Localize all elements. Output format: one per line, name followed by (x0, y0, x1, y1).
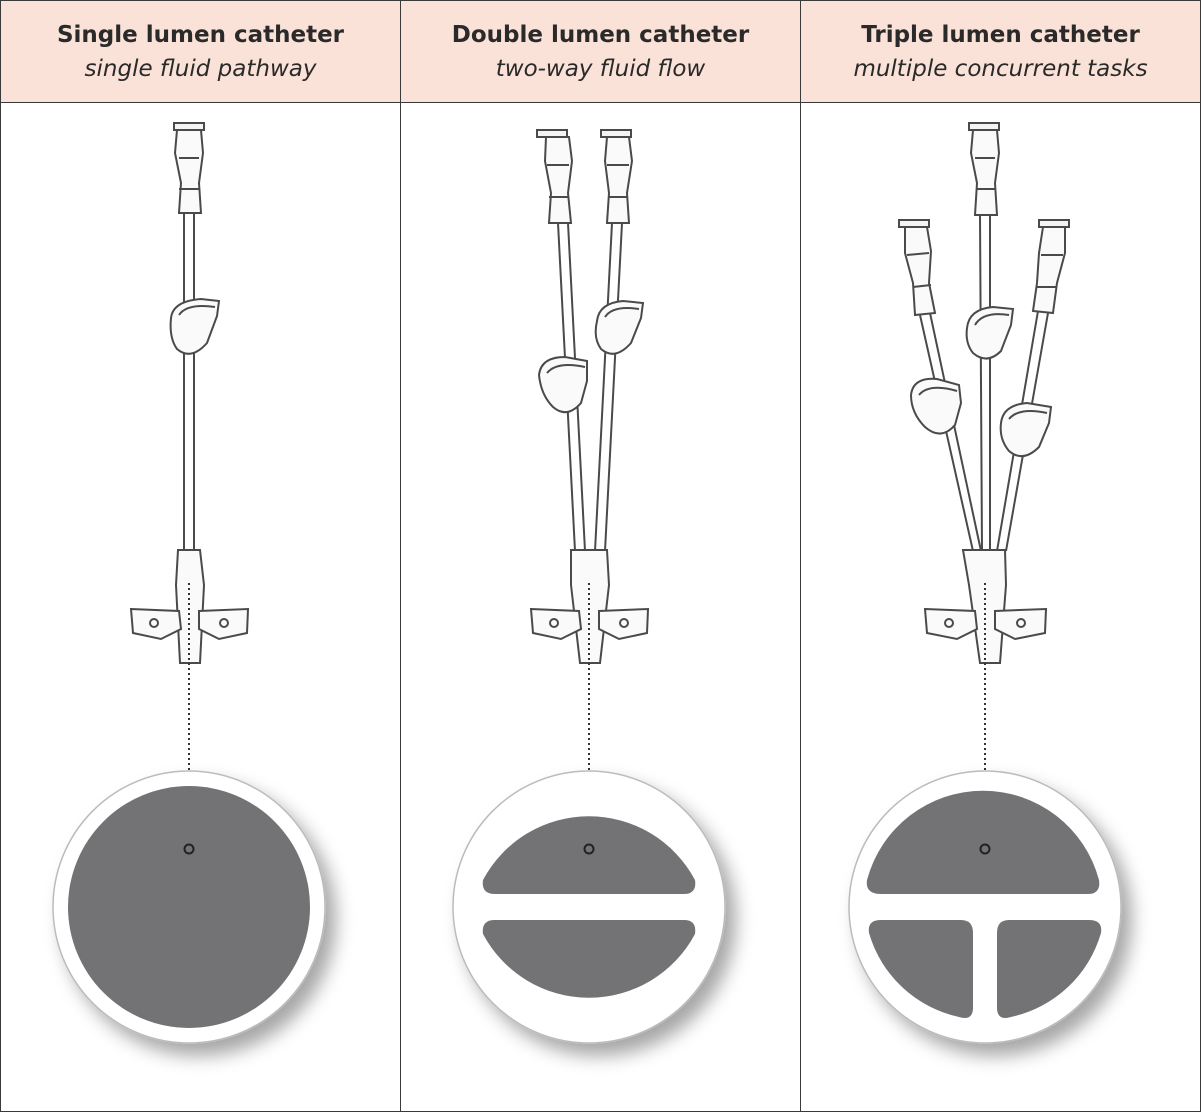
clamp (169, 297, 221, 355)
hub-body (961, 549, 1008, 664)
suture-wing-right (994, 607, 1048, 641)
hub-body (570, 549, 611, 664)
lumen-upper (482, 816, 696, 894)
double-lumen-illustration (401, 103, 801, 1111)
luer-connector-center (968, 122, 1001, 216)
suture-wing-left (923, 607, 979, 641)
clamp-center (965, 305, 1015, 360)
suture-wing-right (198, 607, 250, 641)
luer-connector-right (1031, 219, 1070, 315)
column-subtitle: multiple concurrent tasks (853, 55, 1148, 82)
clamp-left (909, 377, 963, 435)
luer-connector-left (898, 219, 937, 317)
header-double-lumen: Double lumen catheter two-way fluid flow (401, 1, 801, 103)
column-subtitle: single fluid pathway (84, 55, 317, 82)
clamp-right (999, 401, 1053, 458)
suture-wing-left (129, 607, 183, 641)
suture-wing-left (529, 607, 583, 641)
catheter-hub (129, 122, 250, 664)
triple-lumen-illustration (801, 103, 1200, 1111)
double-lumen-cross-section (452, 770, 726, 1044)
single-lumen-illustration (1, 103, 401, 1111)
luer-connector-right (600, 129, 634, 224)
clamp-left (537, 355, 588, 414)
header-single-lumen: Single lumen catheter single fluid pathw… (1, 1, 401, 103)
suture-wing-right (598, 607, 650, 641)
column-title: Double lumen catheter (451, 21, 750, 48)
lumen-lower-left (868, 920, 973, 1018)
luer-connector (173, 122, 205, 214)
hub-body (174, 549, 206, 664)
column-title: Triple lumen catheter (861, 21, 1140, 48)
lumen (68, 786, 310, 1028)
extension-tube (183, 213, 195, 551)
extension-tube-center (979, 214, 991, 552)
column-subtitle: two-way fluid flow (495, 55, 706, 82)
triple-lumen-cross-section (848, 770, 1122, 1044)
lumen-lower-right (997, 920, 1102, 1018)
luer-connector-left (536, 129, 574, 224)
extension-tube-right (594, 222, 623, 552)
lumen-lower (482, 920, 696, 998)
single-lumen-cross-section (52, 770, 326, 1044)
lumen-upper (866, 790, 1100, 894)
clamp-right (594, 299, 645, 355)
header-triple-lumen: Triple lumen catheter multiple concurren… (801, 1, 1200, 103)
column-title: Single lumen catheter (56, 21, 345, 48)
